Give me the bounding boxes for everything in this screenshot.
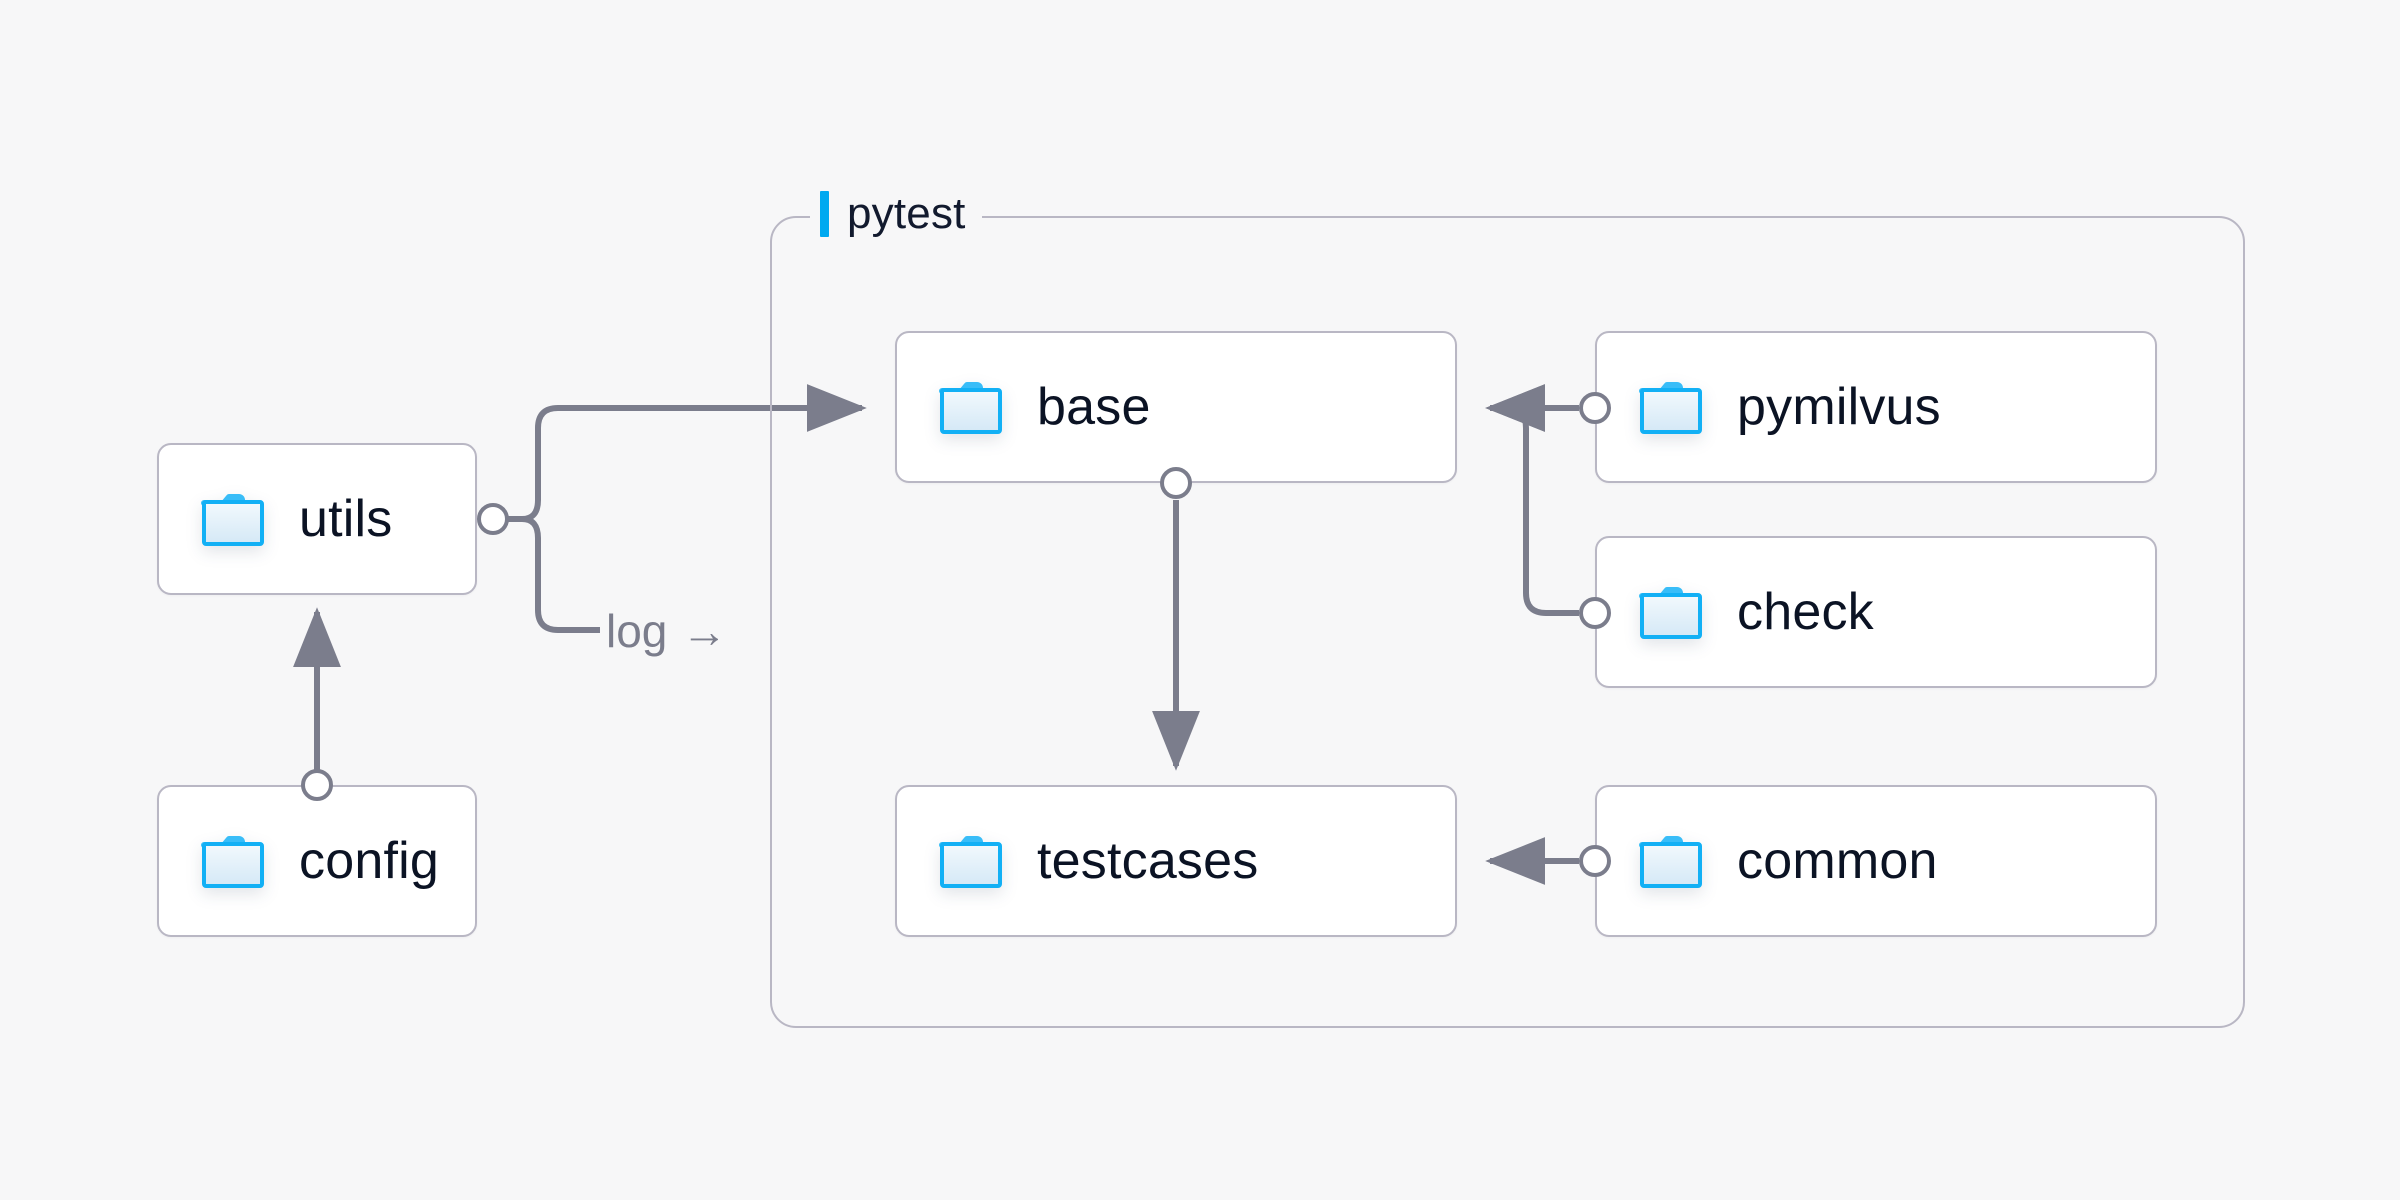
folder-icon (201, 491, 265, 547)
node-label: check (1737, 583, 1874, 641)
group-container-pytest (770, 216, 2245, 1028)
folder-icon (1639, 584, 1703, 640)
arrow-right-icon: → (681, 605, 728, 657)
node-label: utils (299, 490, 393, 548)
node-base[interactable]: base (895, 331, 1457, 483)
group-label-text: pytest (847, 189, 966, 238)
port-check-left[interactable] (1579, 597, 1611, 629)
node-label: testcases (1037, 832, 1259, 890)
node-config[interactable]: config (157, 785, 477, 937)
node-check[interactable]: check (1595, 536, 2157, 688)
folder-icon (939, 379, 1003, 435)
node-label: common (1737, 832, 1938, 890)
wire-utils-to-log (521, 516, 600, 633)
folder-icon (1639, 833, 1703, 889)
port-config-top[interactable] (301, 769, 333, 801)
node-pymilvus[interactable]: pymilvus (1595, 331, 2157, 483)
group-label-pytest: pytest (810, 186, 982, 242)
port-base-bottom[interactable] (1160, 467, 1192, 499)
folder-icon (939, 833, 1003, 889)
edge-label-log-text: log (606, 605, 668, 657)
folder-icon (1639, 379, 1703, 435)
node-common[interactable]: common (1595, 785, 2157, 937)
port-common-left[interactable] (1579, 845, 1611, 877)
port-pymilvus-left[interactable] (1579, 392, 1611, 424)
vertical-bar-marker-icon (820, 191, 829, 237)
node-label: pymilvus (1737, 378, 1941, 436)
folder-icon (201, 833, 265, 889)
node-label: base (1037, 378, 1151, 436)
node-testcases[interactable]: testcases (895, 785, 1457, 937)
node-label: config (299, 832, 439, 890)
port-utils-right[interactable] (477, 503, 509, 535)
node-utils[interactable]: utils (157, 443, 477, 595)
edge-label-log: log → (600, 604, 734, 658)
